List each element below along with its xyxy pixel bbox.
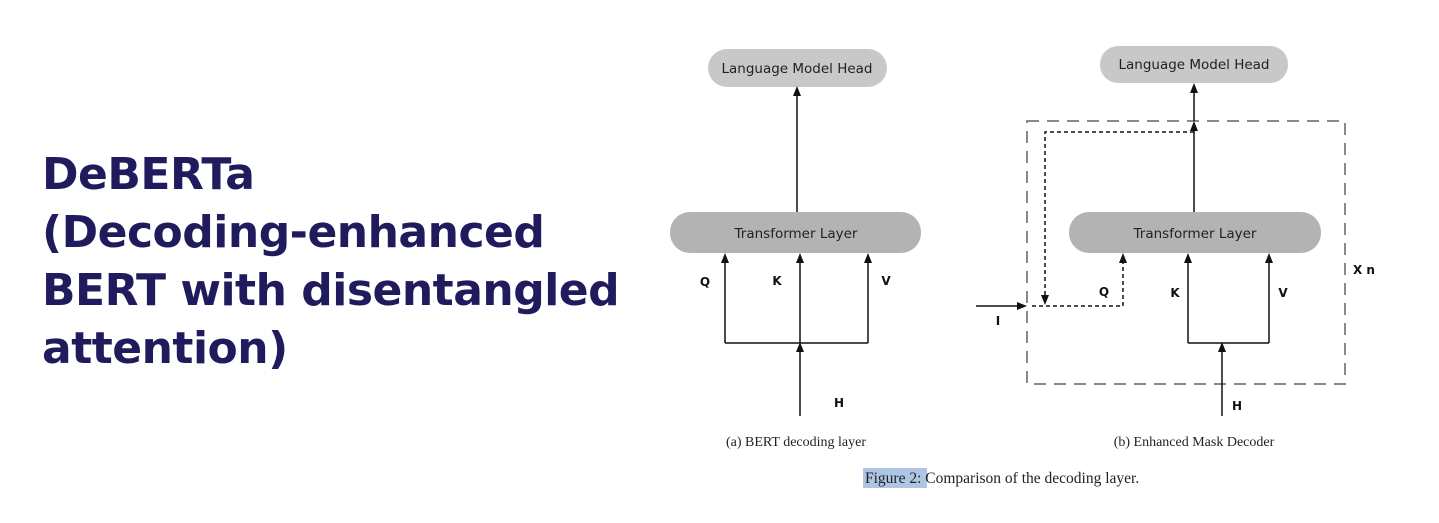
figure-caption-text: Figure 2: Comparison of the decoding lay… <box>865 470 1139 487</box>
slide-title: DeBERTa (Decoding-enhanced BERT with dis… <box>42 146 652 378</box>
panel-b-lm-head-label: Language Model Head <box>1118 57 1269 73</box>
panel-b-v-label: V <box>1278 286 1288 300</box>
caption-highlight <box>863 468 927 488</box>
panel-b-transformer-box <box>1069 212 1321 253</box>
panel-b-lm-head-box <box>1100 46 1288 83</box>
panel-b-h-label: H <box>1232 399 1242 413</box>
panel-b-repeat-block <box>1026 120 1346 385</box>
figure-caption-ref: Figure 2 <box>865 470 917 487</box>
title-line-4: attention) <box>42 323 288 374</box>
figure-caption-body: : Comparison of the decoding layer. <box>917 470 1139 487</box>
panel-a: Language Model Head Transformer Layer Q … <box>670 49 921 450</box>
title-line-1: DeBERTa <box>42 149 255 200</box>
panel-a-q-label: Q <box>700 275 710 289</box>
panel-b-feedback-loop <box>1041 131 1194 305</box>
panel-b: Language Model Head X n Transformer Laye… <box>976 46 1375 450</box>
panel-b-q-dashed-path <box>1032 253 1127 307</box>
panel-b-i-label: I <box>996 314 1000 328</box>
panel-a-v-label: V <box>881 274 891 288</box>
panel-a-caption: (a) BERT decoding layer <box>726 435 866 450</box>
panel-a-lm-head-label: Language Model Head <box>721 61 872 77</box>
panel-b-caption: (b) Enhanced Mask Decoder <box>1114 435 1275 450</box>
panel-a-transformer-label: Transformer Layer <box>734 226 858 242</box>
panel-b-q-label: Q <box>1099 285 1109 299</box>
panel-a-lm-head-box <box>708 49 887 87</box>
title-line-2: (Decoding-enhanced <box>42 207 545 258</box>
figure-caption: Figure 2: Comparison of the decoding lay… <box>863 468 1139 488</box>
title-line-3: BERT with disentangled <box>42 265 620 316</box>
panel-b-k-label: K <box>1170 286 1180 300</box>
panel-a-k-label: K <box>772 274 782 288</box>
panel-a-h-label: H <box>834 396 844 410</box>
panel-a-transformer-box <box>670 212 921 253</box>
panel-b-repeat-label: X n <box>1353 263 1375 277</box>
panel-b-transformer-label: Transformer Layer <box>1133 226 1257 242</box>
